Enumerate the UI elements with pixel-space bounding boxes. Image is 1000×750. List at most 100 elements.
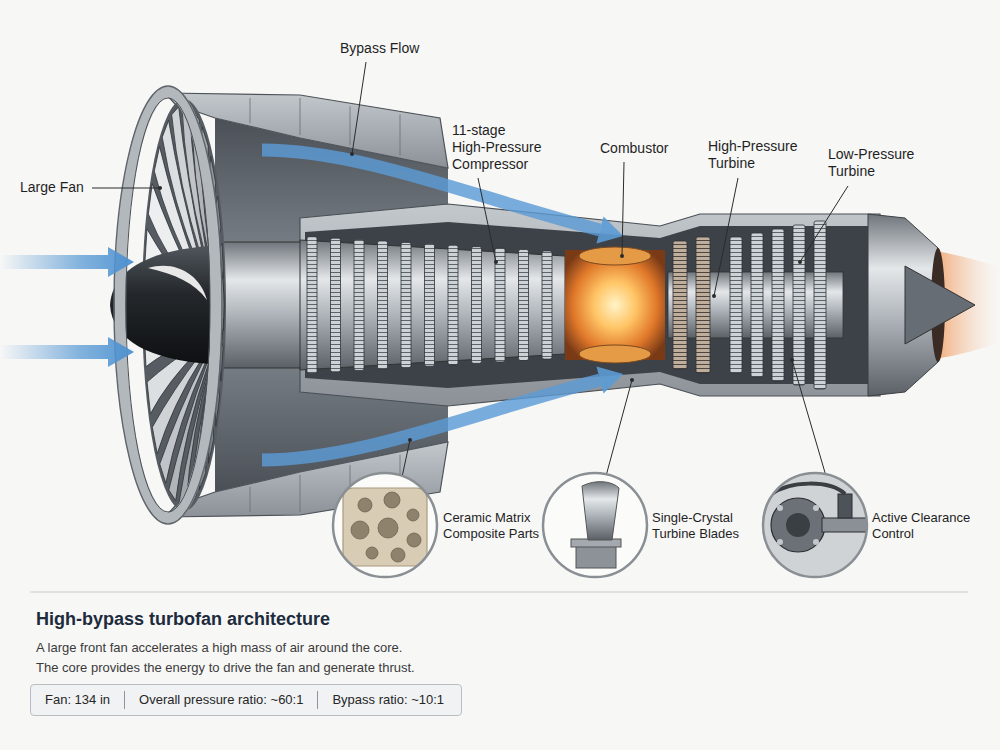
part-label: Large Fan xyxy=(20,179,84,196)
inset-detail xyxy=(760,470,870,580)
label-fragment: Low-Pressure xyxy=(828,146,914,162)
fan-hub xyxy=(215,242,305,368)
inlet-lip-edge xyxy=(126,98,210,512)
combustor-can xyxy=(579,247,651,265)
leader-line xyxy=(352,62,366,154)
inset-label: Single-Crystal Turbine Blades xyxy=(652,510,754,541)
acc-shaft xyxy=(822,518,870,532)
acc-bolt xyxy=(777,505,783,511)
intake-flow-arrow xyxy=(0,247,134,277)
compressor-stage xyxy=(542,251,552,359)
leader-dot xyxy=(798,260,802,264)
label-fragment: Blades xyxy=(699,526,739,541)
lp-turbine-stage xyxy=(730,237,742,373)
acc-bolt xyxy=(813,505,819,511)
lp-turbine-stage xyxy=(751,233,763,377)
label-fragment: Matrix xyxy=(495,510,530,525)
lp-turbine-stage xyxy=(772,229,784,381)
part-label: Bypass Flow xyxy=(340,40,419,57)
nacelle-panel xyxy=(300,98,301,135)
leader-lines xyxy=(92,62,848,477)
compressor-stage xyxy=(519,249,529,360)
leader-dot xyxy=(494,260,498,264)
label-fragment xyxy=(491,510,495,525)
cmc-hole xyxy=(351,521,369,539)
label-fragment: Composite xyxy=(443,526,505,541)
compressor-stage xyxy=(401,242,411,367)
spec-value: Fan: 134 in xyxy=(45,691,110,709)
cmc-hole xyxy=(407,533,421,547)
acc-bolt xyxy=(777,539,783,545)
spec-value: Overall pressure ratio: ~60:1 xyxy=(124,691,303,709)
core-case xyxy=(300,204,880,406)
cmc-hole xyxy=(358,498,372,512)
label-fragment: Turbine xyxy=(652,526,696,541)
acc-disk xyxy=(771,498,825,552)
diagram-title: High-bypass turbofan architecture xyxy=(36,609,330,631)
part-label: 11-stage High-Pressure Compressor xyxy=(452,122,552,172)
leader-line xyxy=(402,440,410,477)
hp-turbine-stage xyxy=(673,241,687,369)
label-fragment: Control xyxy=(872,526,914,541)
cmc-hole xyxy=(384,492,400,508)
compressor-stage xyxy=(425,244,435,366)
label-fragment: Clearance xyxy=(911,510,970,525)
nacelle-panel xyxy=(400,114,401,155)
compressor-stage xyxy=(307,237,317,374)
compressor-stage xyxy=(378,241,388,369)
nacelle-panel xyxy=(300,475,301,512)
inlet-lip-edge xyxy=(114,86,222,524)
label-fragment xyxy=(907,510,911,525)
cmc-hole xyxy=(378,518,398,538)
leader-dot xyxy=(712,294,716,298)
cmc-hole xyxy=(391,548,405,562)
lp-turbine-stage xyxy=(793,225,805,385)
inset-ground xyxy=(540,470,650,580)
label-fragment: Turbine xyxy=(708,155,755,171)
compressor-stage xyxy=(331,238,341,372)
exhaust-plug xyxy=(905,266,975,344)
inset-detail xyxy=(540,470,650,580)
label-fragment xyxy=(386,40,390,56)
bypass-flow-band xyxy=(262,150,600,230)
cmc-hole xyxy=(366,547,378,559)
label-fragment: Bypass xyxy=(340,40,386,56)
blade-root xyxy=(576,546,616,568)
label-fragment: Active xyxy=(872,510,907,525)
label-fragment: Ceramic xyxy=(443,510,491,525)
leader-dot xyxy=(350,152,354,156)
label-fragment: Compressor xyxy=(452,156,528,172)
label-fragment: Fan xyxy=(60,179,84,195)
label-fragment: Turbine xyxy=(828,163,875,179)
inset-ring xyxy=(763,473,867,577)
hp-turbine-stage xyxy=(696,237,710,373)
acc-valve xyxy=(838,494,852,518)
label-fragment: High-Pressure xyxy=(452,139,541,155)
inset-ring xyxy=(333,473,437,577)
part-label: Low-Pressure Turbine xyxy=(828,146,923,180)
acc-disk-core xyxy=(786,513,810,537)
inset-label: Active Clearance Control xyxy=(872,510,984,541)
inset-ground xyxy=(760,470,870,580)
label-fragment: Flow xyxy=(390,40,420,56)
label-fragment: Single-Crystal xyxy=(652,510,733,525)
cmc-hole xyxy=(407,509,419,521)
label-fragment xyxy=(56,179,60,195)
leader-line xyxy=(92,188,160,189)
leader-line xyxy=(606,380,632,476)
intake-flow-arrow xyxy=(0,337,134,367)
combustor-can xyxy=(579,345,651,363)
label-fragment xyxy=(696,526,700,541)
nacelle-panel xyxy=(250,487,251,512)
lp-turbine-stage xyxy=(814,221,826,389)
leader-line xyxy=(478,178,496,262)
label-fragment: High-Pressure xyxy=(708,138,797,154)
leader-line xyxy=(714,178,738,296)
leader-dot xyxy=(630,378,634,382)
inlet-lip xyxy=(120,92,216,518)
inset-ring xyxy=(543,473,647,577)
combustor-flame xyxy=(565,250,665,360)
leader-line xyxy=(800,186,848,262)
leader-dot xyxy=(790,358,794,362)
acc-bolt xyxy=(813,539,819,545)
